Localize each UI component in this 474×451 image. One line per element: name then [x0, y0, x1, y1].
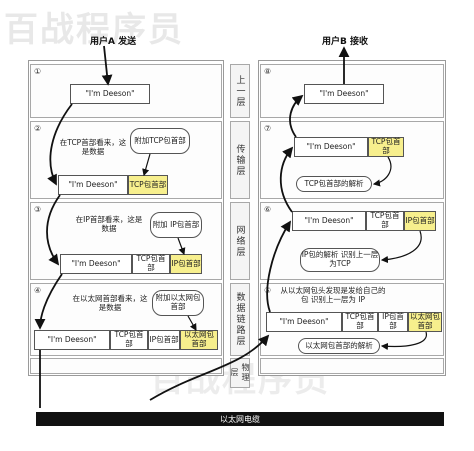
- sender-title: 用户A 发送: [90, 37, 137, 47]
- sender-tcp-data: "I'm Deeson": [58, 175, 128, 195]
- receiver-tcp-data: "I'm Deeson": [294, 137, 368, 157]
- step-3: ③: [34, 205, 42, 214]
- watermark-top: 百战程序员: [4, 10, 184, 50]
- pointer-right-eth: [380, 331, 427, 351]
- layer-upper: 上一层: [230, 64, 250, 118]
- pointer-left-tcp: [142, 153, 151, 177]
- receiver-eth-note: 从以太网包头发现是发给自己的包 识别上一层为 IP: [280, 286, 386, 305]
- pointer-right-tcp: [372, 156, 392, 187]
- receiver-ip-tcp: TCP包首部: [366, 211, 404, 231]
- sender-ip-note: 在IP首部看来，这是数据: [75, 215, 143, 234]
- sender-ip-header: IP包首部: [170, 254, 202, 274]
- sender-tcp-bubble: 附加TCP包首部: [130, 128, 190, 154]
- arrow-left-2-3: [46, 194, 61, 266]
- sender-eth-data: "I'm Deeson": [34, 330, 110, 350]
- sender-tcp-header: TCP包首部: [128, 175, 168, 195]
- sender-ip-data: "I'm Deeson": [60, 254, 132, 274]
- step-8: ⑧: [264, 67, 272, 76]
- sender-eth-tcp: TCP包首部: [110, 330, 148, 350]
- sender-tcp-note: 在TCP首部看来，这是数据: [59, 138, 127, 157]
- sender-ip-bubble: 附加 IP包首部: [150, 212, 202, 238]
- receiver-eth-ip: IP包首部: [378, 312, 408, 332]
- arrow-across-cable: [149, 334, 270, 401]
- layer-transport: 传输层: [230, 121, 250, 199]
- sender-eth-bubble: 附加以太网包首部: [152, 290, 204, 316]
- pointer-right-ip: [380, 230, 422, 264]
- step-2: ②: [34, 124, 42, 133]
- step-1: ①: [34, 67, 42, 76]
- receiver-title: 用户B 接收: [322, 37, 368, 47]
- step-6: ⑥: [264, 205, 272, 214]
- arrow-title-left: [101, 45, 113, 86]
- layer-network: 网络层: [230, 202, 250, 280]
- receiver-ip-bubble: IP包的解析 识别上一层为TCP: [300, 248, 380, 272]
- ethernet-cable: 以太网电缆: [36, 412, 444, 426]
- pointer-left-eth: [187, 315, 197, 332]
- step-4: ④: [34, 286, 42, 295]
- arrow-right-7-8: [289, 94, 304, 138]
- receiver-eth-bubble: 以太网包首部的解析: [298, 338, 380, 354]
- arrow-left-1-2: [47, 103, 73, 186]
- arrow-right-5-6: [266, 220, 291, 313]
- receiver-eth-tcp: TCP包首部: [342, 312, 378, 332]
- sender-eth-header: 以太网包首部: [180, 330, 218, 350]
- sender-eth-ip: IP包首部: [148, 330, 180, 350]
- receiver-eth-data: "I'm Deeson": [266, 312, 342, 332]
- receiver-ip-header: IP包首部: [404, 211, 436, 231]
- receiver-tcp-bubble: TCP包首部的解析: [296, 176, 372, 192]
- sender-eth-note: 在以太网首部看来，这是数据: [72, 294, 148, 313]
- step-7: ⑦: [264, 124, 272, 133]
- receiver-cell-phys: [260, 358, 444, 374]
- receiver-tcp-header: TCP包首部: [368, 137, 404, 157]
- receiver-eth-header: 以太网包首部: [408, 312, 442, 332]
- layer-datalink: 数据链路层: [230, 283, 250, 356]
- pointer-left-ip: [177, 237, 186, 256]
- receiver-ip-data: "I'm Deeson": [292, 211, 366, 231]
- arrow-left-3-4: [34, 273, 63, 330]
- receiver-data-upper: "I'm Deeson": [304, 84, 384, 104]
- arrow-right-6-7: [279, 146, 294, 213]
- sender-ip-tcp: TCP包首部: [132, 254, 170, 274]
